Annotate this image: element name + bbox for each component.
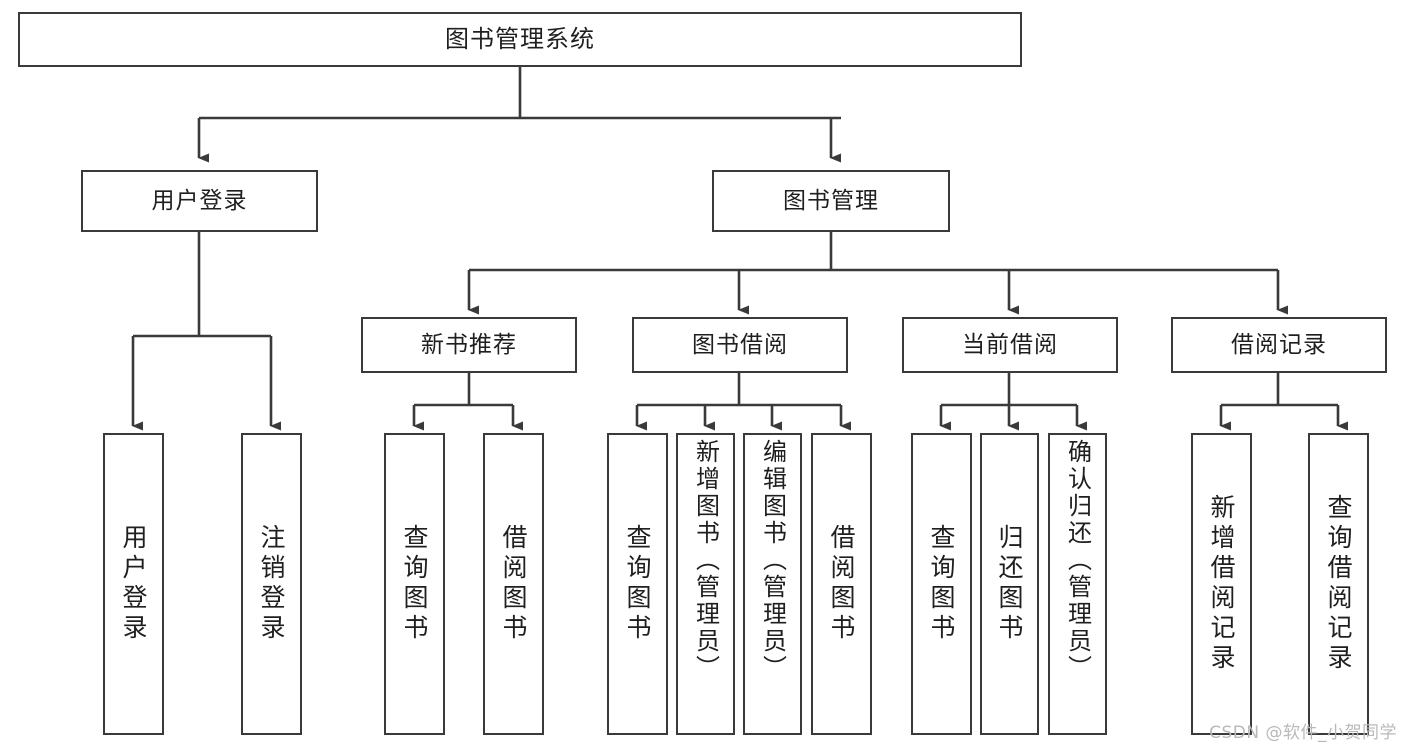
node-user-login[interactable]: 用户登录 bbox=[81, 170, 318, 232]
leaf-confirm-return-label: 确认归还（管理员） bbox=[1063, 439, 1092, 682]
leaf-logout-label: 注销登录 bbox=[257, 524, 286, 644]
node-new-book-recommend[interactable]: 新书推荐 bbox=[361, 317, 577, 373]
leaf-query-book-3[interactable]: 查询图书 bbox=[911, 433, 972, 735]
leaf-add-book[interactable]: 新增图书（管理员） bbox=[676, 433, 735, 735]
node-book-borrow-label: 图书借阅 bbox=[692, 331, 788, 358]
node-root[interactable]: 图书管理系统 bbox=[18, 12, 1022, 67]
node-new-book-recommend-label: 新书推荐 bbox=[421, 331, 517, 358]
node-book-manage-label: 图书管理 bbox=[783, 187, 879, 214]
leaf-borrow-book-2-label: 借阅图书 bbox=[827, 524, 856, 644]
node-borrow-record-label: 借阅记录 bbox=[1231, 331, 1327, 358]
leaf-query-book-1[interactable]: 查询图书 bbox=[384, 433, 445, 735]
leaf-edit-book[interactable]: 编辑图书（管理员） bbox=[743, 433, 802, 735]
node-borrow-record[interactable]: 借阅记录 bbox=[1171, 317, 1387, 373]
leaf-borrow-book-1-label: 借阅图书 bbox=[499, 524, 528, 644]
leaf-logout[interactable]: 注销登录 bbox=[241, 433, 302, 735]
leaf-query-book-2-label: 查询图书 bbox=[623, 524, 652, 644]
leaf-query-book-1-label: 查询图书 bbox=[400, 524, 429, 644]
leaf-add-record-label: 新增借阅记录 bbox=[1207, 494, 1236, 674]
leaf-user-login[interactable]: 用户登录 bbox=[103, 433, 164, 735]
leaf-add-book-label: 新增图书（管理员） bbox=[691, 439, 720, 682]
leaf-edit-book-label: 编辑图书（管理员） bbox=[758, 439, 787, 682]
leaf-query-record-label: 查询借阅记录 bbox=[1324, 494, 1353, 674]
leaf-confirm-return[interactable]: 确认归还（管理员） bbox=[1048, 433, 1107, 735]
leaf-return-book[interactable]: 归还图书 bbox=[980, 433, 1039, 735]
node-book-manage[interactable]: 图书管理 bbox=[712, 170, 950, 232]
leaf-user-login-label: 用户登录 bbox=[119, 524, 148, 644]
node-user-login-label: 用户登录 bbox=[151, 187, 248, 214]
leaf-query-book-3-label: 查询图书 bbox=[927, 524, 956, 644]
leaf-query-record[interactable]: 查询借阅记录 bbox=[1308, 433, 1369, 735]
node-current-borrow[interactable]: 当前借阅 bbox=[902, 317, 1118, 373]
node-root-label: 图书管理系统 bbox=[445, 24, 595, 53]
leaf-add-record[interactable]: 新增借阅记录 bbox=[1191, 433, 1252, 735]
node-book-borrow[interactable]: 图书借阅 bbox=[632, 317, 848, 373]
leaf-query-book-2[interactable]: 查询图书 bbox=[607, 433, 668, 735]
leaf-borrow-book-1[interactable]: 借阅图书 bbox=[483, 433, 544, 735]
leaf-borrow-book-2[interactable]: 借阅图书 bbox=[811, 433, 872, 735]
leaf-return-book-label: 归还图书 bbox=[995, 524, 1024, 644]
node-current-borrow-label: 当前借阅 bbox=[962, 331, 1058, 358]
